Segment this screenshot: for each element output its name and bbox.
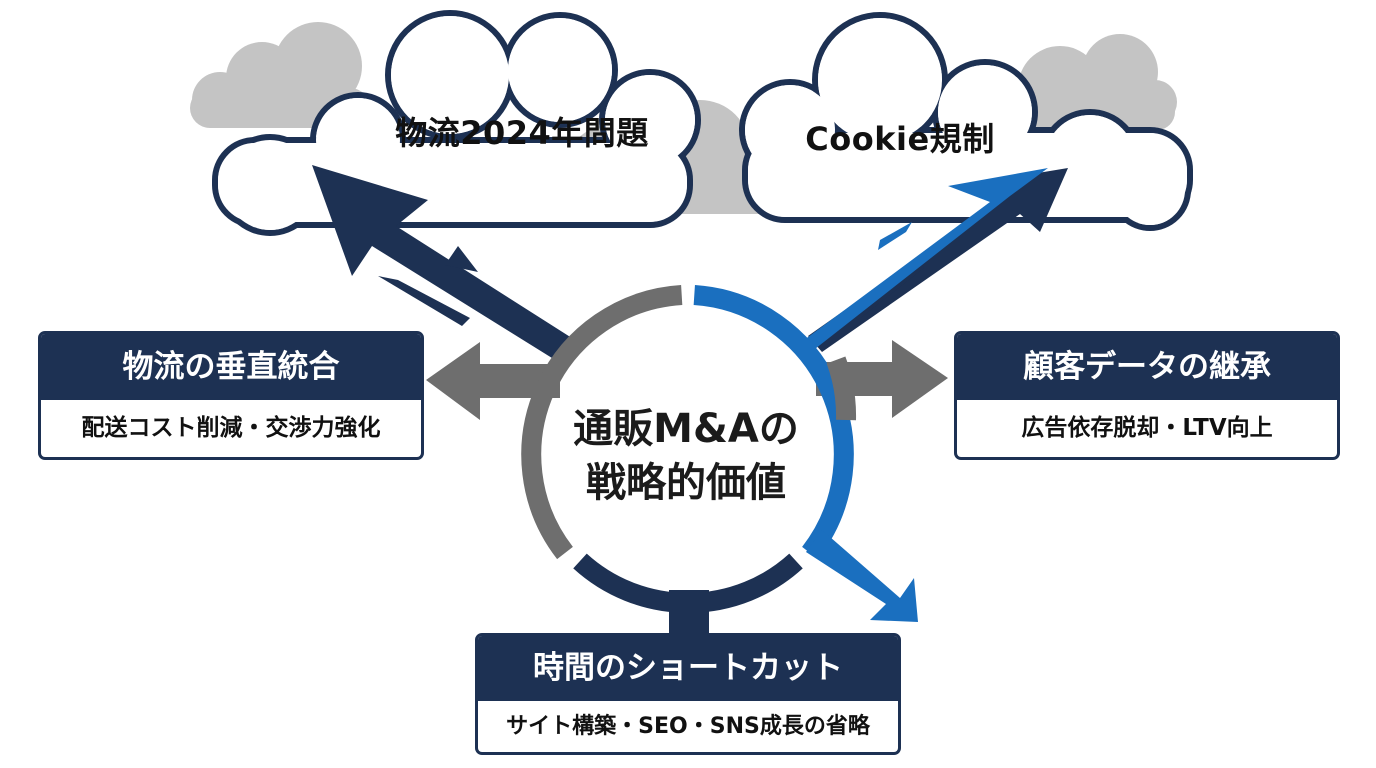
arrow-to-cookie-threat-blue	[796, 168, 1048, 356]
arrow-lower-right-blue	[806, 530, 918, 622]
threat-cloud-right-fill	[745, 18, 1187, 225]
center-title-line1: 通販M&Aの	[573, 406, 799, 452]
value-title-time-shortcut: 時間のショートカット	[478, 636, 898, 701]
threat-label-logistics: 物流2024年問題	[395, 114, 649, 152]
value-box-logistics: 物流の垂直統合 配送コスト削減・交渉力強化	[38, 331, 424, 460]
center-title-line2: 戦略的価値	[586, 460, 786, 506]
value-title-logistics: 物流の垂直統合	[41, 334, 421, 400]
value-box-customer-data: 顧客データの継承 広告依存脱却・LTV向上	[954, 331, 1340, 460]
value-detail-time-shortcut: サイト構築・SEO・SNS成長の省略	[506, 714, 870, 739]
value-detail-customer-data: 広告依存脱却・LTV向上	[1021, 415, 1273, 441]
center-title: 通販M&Aの 戦略的価値	[548, 402, 824, 510]
bottom-connector	[669, 590, 709, 638]
value-title-customer-data: 顧客データの継承	[957, 334, 1337, 400]
arrow-right-gray	[816, 340, 948, 418]
arrow-left-gray	[426, 342, 560, 420]
ring-accent	[826, 356, 857, 421]
threat-label-cookie: Cookie規制	[805, 120, 995, 158]
bg-cloud-right	[1018, 34, 1177, 130]
value-box-time-shortcut: 時間のショートカット サイト構築・SEO・SNS成長の省略	[475, 633, 901, 755]
arrow-to-logistics-threat	[312, 165, 575, 358]
value-detail-logistics: 配送コスト削減・交渉力強化	[81, 415, 381, 441]
